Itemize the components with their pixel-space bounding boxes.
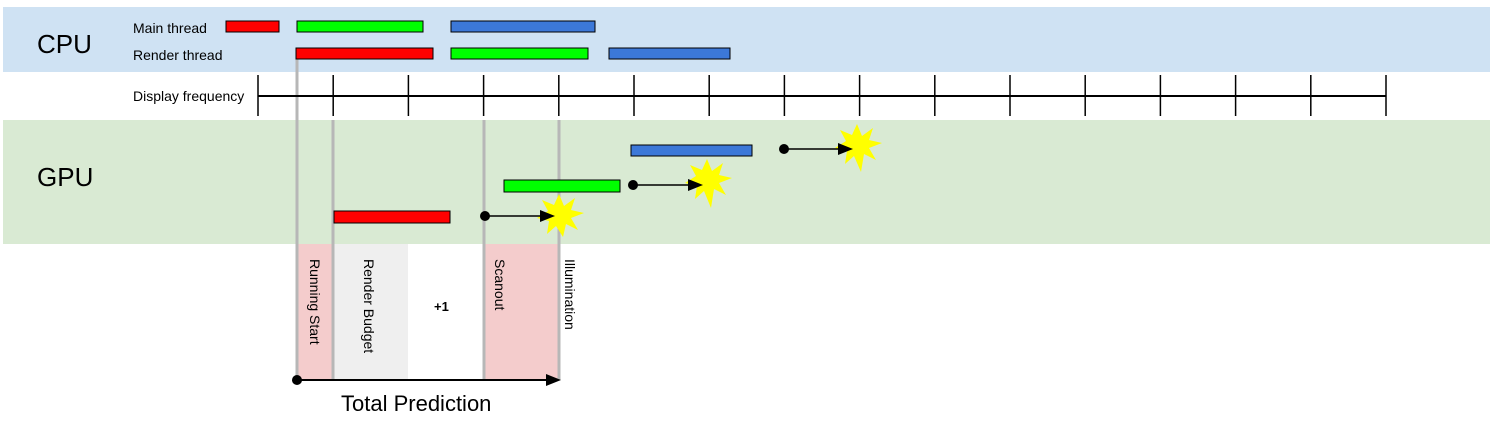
gpu-band bbox=[3, 120, 1490, 244]
cpu-band bbox=[3, 7, 1490, 72]
arrow-head-icon bbox=[838, 143, 853, 155]
running-start-region bbox=[297, 244, 333, 380]
plus-one-label: +1 bbox=[434, 299, 449, 314]
total-prediction-label: Total Prediction bbox=[341, 391, 491, 416]
arrow-head-icon bbox=[546, 374, 561, 386]
starburst-icon bbox=[685, 159, 732, 208]
illumination-label: Illumination bbox=[562, 259, 578, 330]
arrow-head-icon bbox=[540, 210, 555, 222]
render-thread-bar-red bbox=[295, 47, 434, 60]
main-thread-label: Main thread bbox=[133, 20, 207, 36]
main-thread-bar-green bbox=[296, 20, 424, 33]
render-thread-bar-green bbox=[450, 47, 589, 60]
starburst-icon bbox=[835, 124, 882, 172]
starburst-icon bbox=[537, 194, 584, 237]
gpu-label: GPU bbox=[37, 162, 93, 192]
main-thread-bar-blue bbox=[450, 20, 596, 33]
arrow-head-icon bbox=[688, 179, 703, 191]
render-thread-bar-blue bbox=[608, 47, 731, 60]
display-frequency-axis bbox=[257, 75, 1387, 116]
running-start-label: Running Start bbox=[307, 259, 323, 345]
main-thread-bar-red bbox=[225, 20, 280, 33]
gpu-bar-red bbox=[333, 210, 451, 224]
gpu-bar-blue bbox=[630, 144, 753, 157]
render-budget-label: Render Budget bbox=[361, 259, 377, 353]
display-frequency-label: Display frequency bbox=[133, 88, 244, 104]
render-budget-region bbox=[333, 244, 408, 380]
gpu-bar-green bbox=[503, 179, 621, 193]
scanout-label: Scanout bbox=[492, 259, 508, 310]
render-thread-label: Render thread bbox=[133, 47, 223, 63]
cpu-label: CPU bbox=[37, 29, 92, 59]
scanout-region bbox=[484, 244, 559, 380]
